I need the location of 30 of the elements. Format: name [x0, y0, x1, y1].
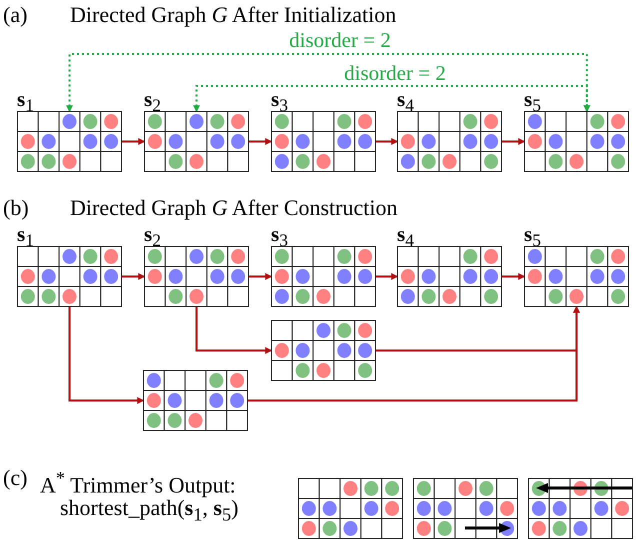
panel-title: Directed Graph G After Construction: [70, 196, 398, 220]
panel-title: A$^{*}$ Trimmer’s Output:: [40, 467, 236, 498]
arrow: [196, 306, 272, 354]
arrow: [122, 138, 146, 145]
arrow: [376, 138, 398, 145]
arrow: [502, 138, 526, 145]
dotted-arrow: [193, 85, 590, 112]
panel-letter: (a): [3, 3, 28, 27]
panel-letter: (b): [3, 196, 29, 220]
state-label: s$_{5}$: [524, 224, 541, 250]
state-label: s$_{2}$: [144, 89, 161, 116]
arrow: [68, 306, 144, 404]
state-label: s$_{1}$: [17, 224, 34, 250]
panel-letter: (c): [3, 466, 28, 490]
state-label: s$_{3}$: [271, 224, 288, 250]
arrow: [376, 273, 398, 280]
arrow: [248, 273, 272, 280]
arrow: [248, 138, 272, 145]
state-label: s$_{1}$: [17, 89, 34, 116]
arrow: [502, 273, 526, 280]
arrow: [122, 273, 146, 280]
state-label: s$_{4}$: [397, 224, 414, 250]
dotted-arrow: [66, 53, 590, 112]
panel-title: Directed Graph G After Initialization: [70, 3, 396, 27]
function-call: shortest_path(s$_{1}$, s$_{5}$): [60, 496, 238, 526]
state-label: s$_{5}$: [524, 89, 541, 116]
state-label: s$_{3}$: [271, 89, 288, 116]
state-label: s$_{2}$: [144, 224, 161, 250]
arrow: [248, 306, 580, 402]
state-label: s$_{4}$: [397, 89, 414, 116]
